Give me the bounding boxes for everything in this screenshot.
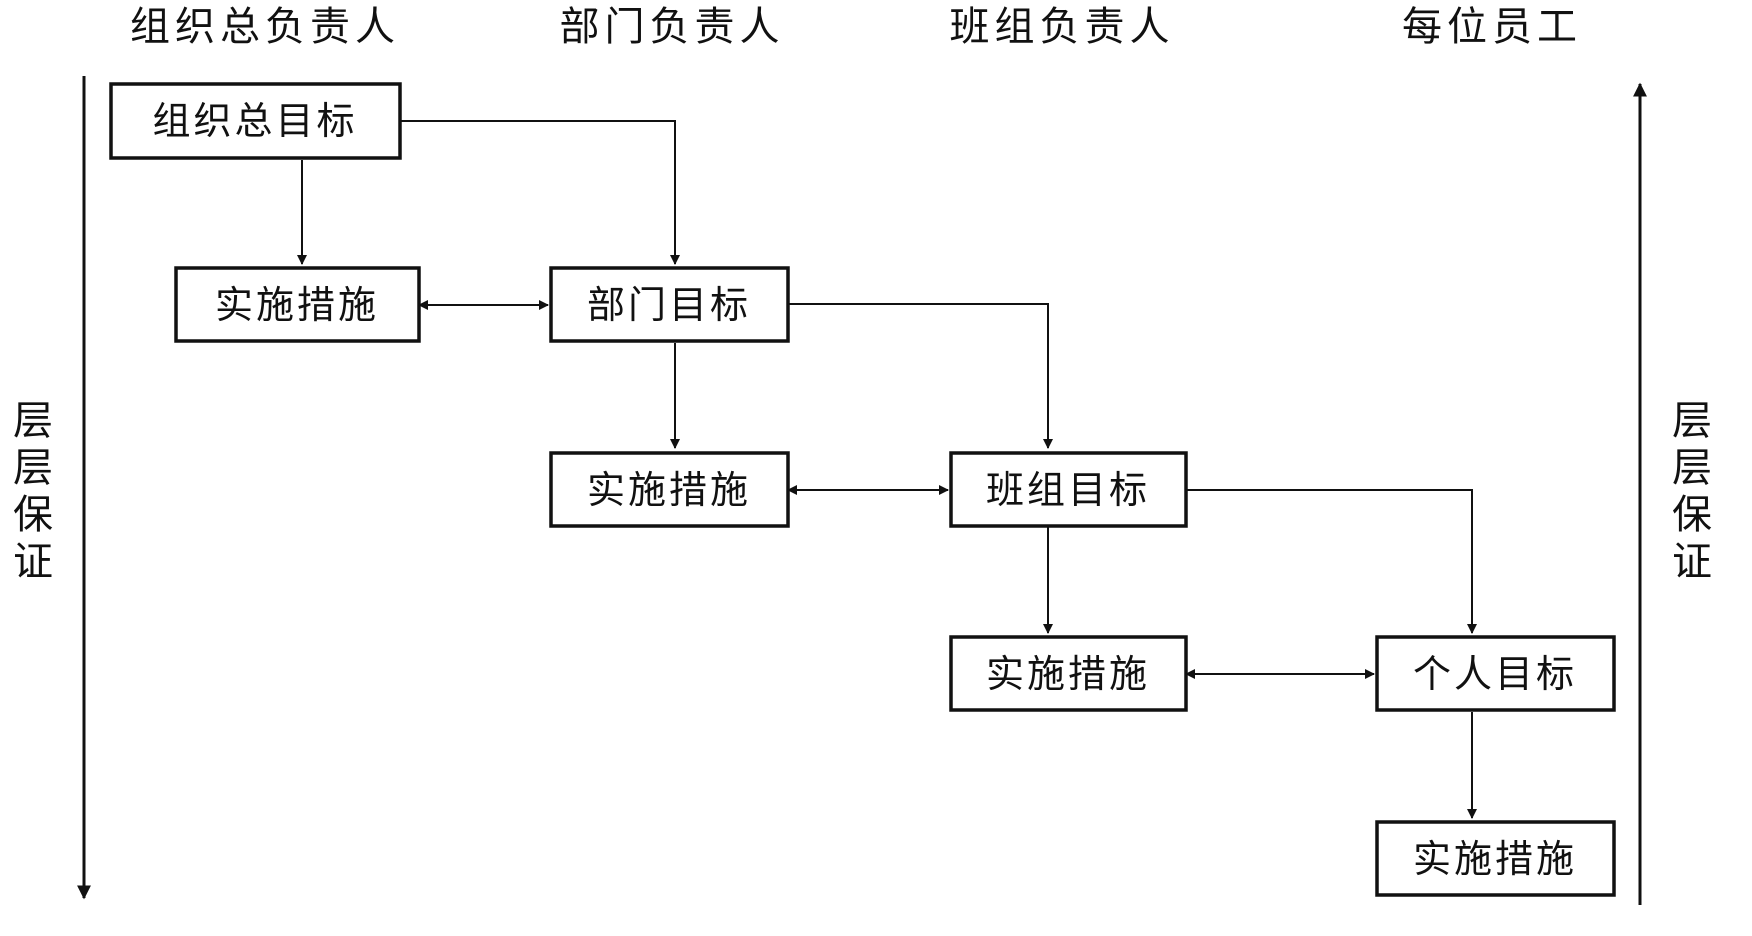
arrow-team-goal-to-personal-goal — [1186, 489, 1477, 634]
node-dept-measures: 实施措施 — [549, 451, 790, 528]
node-label: 部门目标 — [587, 283, 751, 327]
node-org-measures: 实施措施 — [174, 266, 421, 343]
right-side-char: 层 — [1672, 398, 1712, 444]
right-side-char: 证 — [1672, 539, 1712, 585]
header-team-leader: 班组负责人 — [950, 4, 1175, 50]
node-personal-goal: 个人目标 — [1375, 635, 1616, 712]
column-headers: 组织总负责人 部门负责人 班组负责人 每位员工 — [130, 4, 1582, 50]
header-dept-leader: 部门负责人 — [560, 4, 785, 50]
right-side-label: 层 层 保 证 — [1672, 398, 1712, 585]
left-side-char: 证 — [13, 539, 53, 585]
node-label: 实施措施 — [215, 283, 379, 327]
left-side-char: 层 — [13, 398, 53, 444]
arrow-org-goal-to-dept-goal — [400, 120, 680, 265]
right-side-char: 层 — [1672, 445, 1712, 491]
arrow-dept-goal-to-team-goal — [788, 303, 1053, 449]
node-label: 个人目标 — [1413, 652, 1577, 696]
node-label: 实施措施 — [587, 468, 751, 512]
left-side-char: 保 — [13, 492, 53, 538]
left-side-label: 层 层 保 证 — [13, 398, 53, 585]
node-dept-goal: 部门目标 — [549, 266, 790, 343]
node-team-measures: 实施措施 — [949, 635, 1188, 712]
left-side-char: 层 — [13, 445, 53, 491]
header-org-leader: 组织总负责人 — [130, 4, 400, 50]
connectors — [297, 120, 1477, 819]
node-label: 组织总目标 — [152, 99, 357, 143]
node-label: 实施措施 — [1413, 837, 1577, 881]
node-label: 实施措施 — [986, 652, 1150, 696]
node-team-goal: 班组目标 — [949, 451, 1188, 528]
node-personal-measures: 实施措施 — [1375, 820, 1616, 897]
node-label: 班组目标 — [986, 468, 1150, 512]
header-each-employee: 每位员工 — [1402, 4, 1582, 50]
node-org-goal: 组织总目标 — [109, 82, 402, 160]
right-side-char: 保 — [1672, 492, 1712, 538]
